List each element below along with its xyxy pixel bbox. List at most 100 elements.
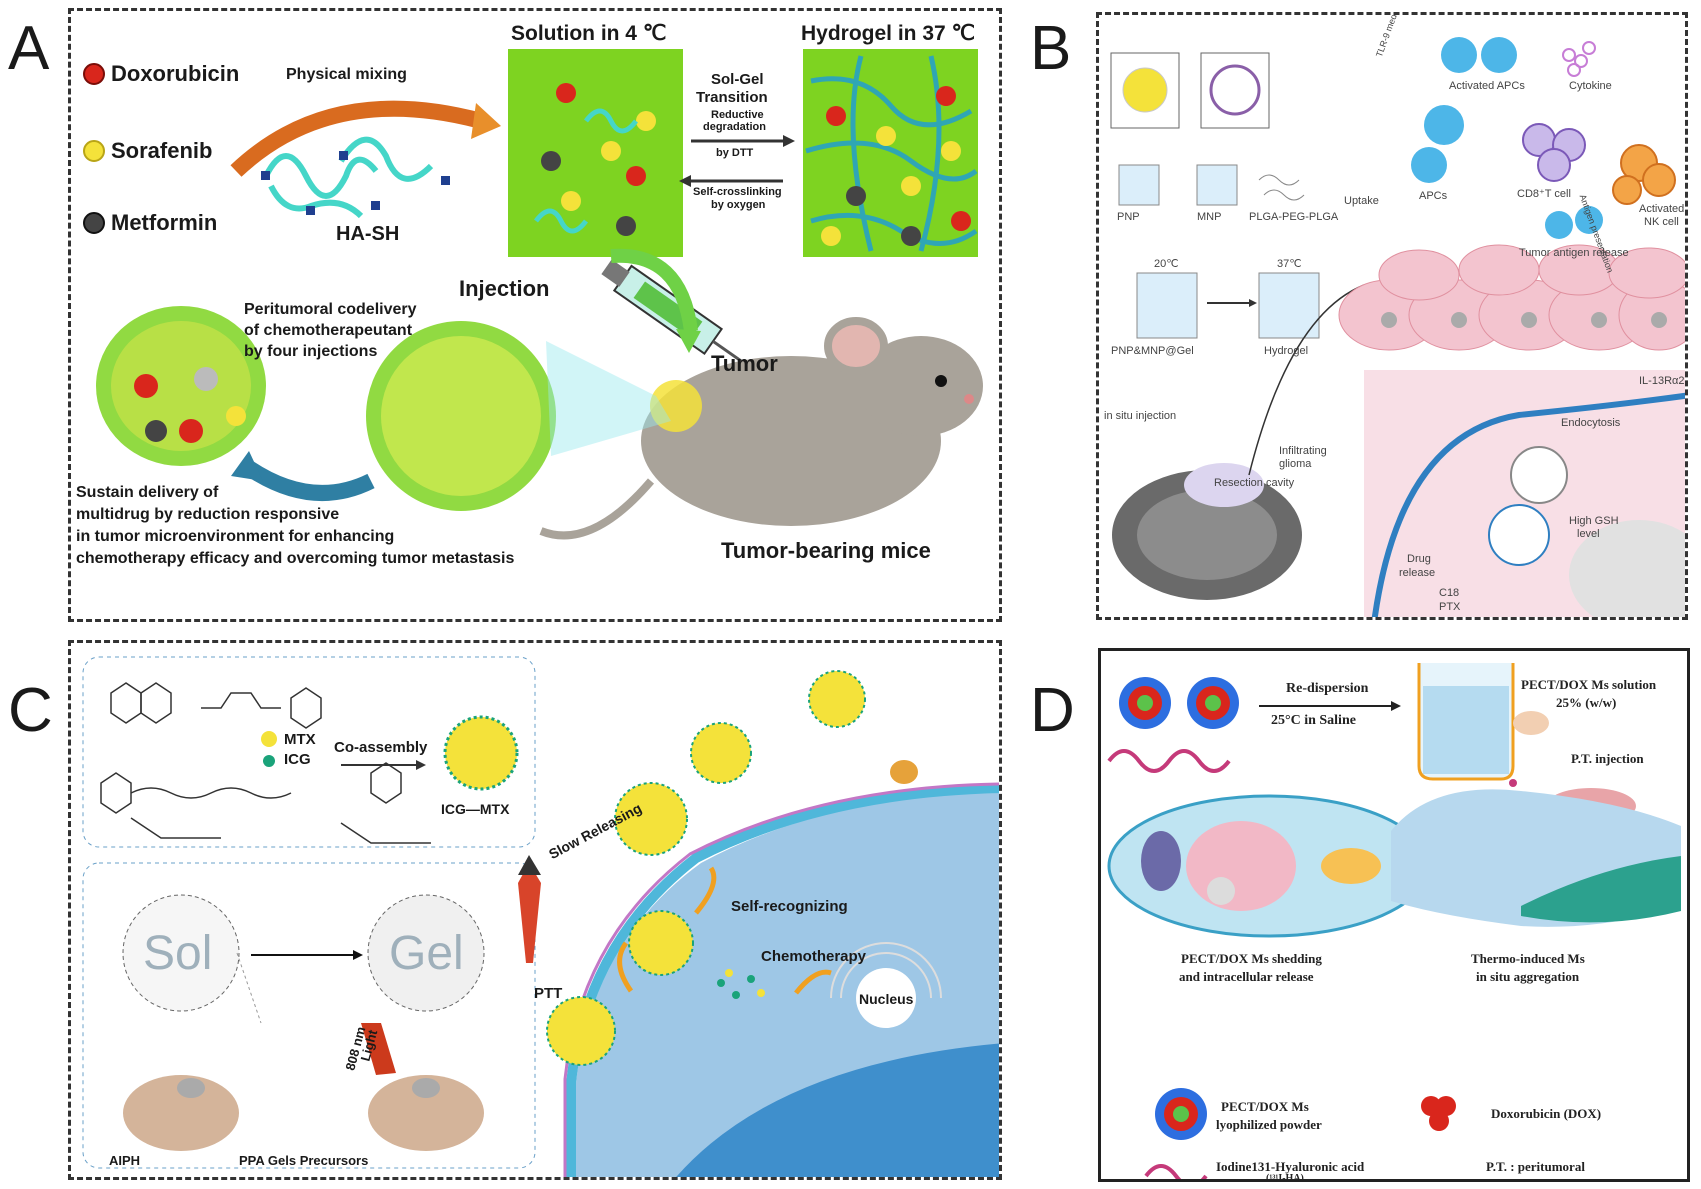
redispersion-label: Re-dispersion <box>1286 681 1369 696</box>
physical-mixing-label: Physical mixing <box>286 66 407 83</box>
reductive-label-2: degradation <box>703 121 766 133</box>
nucleus-icon <box>830 942 942 1028</box>
hydrogel-label: Hydrogel <box>1264 345 1309 357</box>
panel-a-illustration <box>83 49 983 540</box>
metformin-dot <box>83 212 105 234</box>
hand <box>1513 711 1549 735</box>
laser-icon <box>518 863 541 963</box>
mtx-label: MTX <box>284 731 316 748</box>
pnp-label: PNP <box>1117 211 1140 223</box>
panel-b-label: B <box>1030 14 1072 83</box>
crosslink-label-1: Self-crosslinking <box>693 186 782 198</box>
tumor-site <box>650 380 702 432</box>
panel-c-label: C <box>8 676 53 745</box>
codelivery-line-2: of chemotherapeutant <box>244 322 413 339</box>
pt-injection-label: P.T. injection <box>1571 751 1644 766</box>
icg-dot <box>263 755 275 767</box>
iodine-label: Iodine131-Hyaluronic acid <box>1216 1159 1365 1174</box>
sorafenib-dot <box>83 140 105 162</box>
micelle-icons <box>1119 677 1239 1140</box>
drug-release-label-2: release <box>1399 567 1436 579</box>
sustain-line-1: Sustain delivery of <box>76 484 219 501</box>
ha-sh-polymer <box>263 136 434 219</box>
mice-label: Tumor-bearing mice <box>721 538 931 563</box>
reductive-label-1: Reductive <box>711 109 764 121</box>
panel-d-label: D <box>1030 676 1075 745</box>
cd8-cells <box>1522 123 1586 182</box>
codelivery-line-1: Peritumoral codelivery <box>244 301 417 318</box>
temp-low-label: 20℃ <box>1154 258 1179 270</box>
panel-b-illustration <box>1110 37 1685 617</box>
reductive-label-3: by DTT <box>716 147 754 159</box>
shedding-label-1: PECT/DOX Ms shedding <box>1181 951 1322 966</box>
glioma-label-1: Infiltrating <box>1279 445 1327 457</box>
il13-label: IL-13Rα2 <box>1639 375 1685 387</box>
sol-gel-label: Sol-Gel <box>711 71 764 88</box>
tumor-release-label: Tumor antigen release <box>1519 247 1629 259</box>
mixing-arrow <box>230 100 484 177</box>
coassembly-label: Co-assembly <box>334 739 428 756</box>
mtx-structure <box>110 682 322 729</box>
panel-d: Re-dispersion 25°C in Saline PECT/DOX Ms… <box>1098 648 1690 1182</box>
gel-mix-label: PNP&MNP@Gel <box>1111 345 1194 357</box>
panel-b: PNP MNP PLGA-PEG-PLGA 20℃ 37℃ PNP&MNP@Ge… <box>1096 12 1688 620</box>
nanoparticles <box>546 670 866 1066</box>
ha-sh-label: HA-SH <box>336 223 400 245</box>
transition-label: Transition <box>696 89 768 106</box>
precursors-label: PPA Gels Precursors <box>239 1153 369 1168</box>
drug-release-label-1: Drug <box>1407 553 1431 565</box>
self-recognizing-label: Self-recognizing <box>731 898 848 915</box>
sol-label: Sol <box>143 927 213 980</box>
pnp-particle <box>1122 67 1168 113</box>
nk-label-1: Activated <box>1639 203 1685 215</box>
shedding-label-2: and intracellular release <box>1179 969 1314 984</box>
doxorubicin-dot <box>83 63 105 85</box>
mouse-gel <box>368 1075 484 1151</box>
powder-label-1: PECT/DOX Ms <box>1221 1099 1309 1114</box>
mtx-dot <box>261 731 277 747</box>
powder-label-2: lyophilized powder <box>1216 1117 1322 1132</box>
thermo-label-2: in situ aggregation <box>1476 969 1580 984</box>
solution-label-2: 25% (w/w) <box>1556 695 1617 710</box>
cd8-label: CD8⁺T cell <box>1517 188 1571 200</box>
mnp-label: MNP <box>1197 211 1222 223</box>
icg-mtx-label: ICG—MTX <box>441 801 510 817</box>
gsh-label-1: High GSH <box>1569 515 1619 527</box>
chemotherapy-label: Chemotherapy <box>761 948 867 965</box>
uptake-label: Uptake <box>1344 195 1379 207</box>
ha-chain <box>1107 749 1231 773</box>
sustain-line-2: multidrug by reduction responsive <box>76 506 340 523</box>
injection-label: Injection <box>459 276 550 301</box>
cytokine-label: Cytokine <box>1569 80 1612 92</box>
cavity-label: Resection cavity <box>1214 477 1295 489</box>
panel-d-illustration <box>1107 663 1681 1179</box>
icg-mtx-nanoparticle <box>443 715 519 791</box>
solution-box <box>508 49 683 257</box>
saline-label: 25°C in Saline <box>1271 713 1356 728</box>
sol-circle <box>122 894 240 1012</box>
gsh-label-2: level <box>1577 528 1600 540</box>
dox-label: Doxorubicin (DOX) <box>1491 1106 1602 1121</box>
sustain-line-3: in tumor microenvironment for enhancing <box>76 528 395 545</box>
solution-particles <box>534 83 656 236</box>
panel-c: MTX ICG Co-assembly ICG—MTX Sol Gel 808 … <box>68 640 1002 1180</box>
c18-label: C18 <box>1439 587 1460 599</box>
iodine-abbr-label: (¹³¹I-HA) <box>1266 1173 1304 1182</box>
panel-a: Doxorubicin Sorafenib Metformin Physical… <box>68 8 1002 622</box>
nucleus-label: Nucleus <box>859 991 914 1007</box>
cytokine-dots <box>1562 41 1596 77</box>
dox-icon <box>1421 1096 1456 1131</box>
temp-high-label: 37℃ <box>1277 258 1302 270</box>
legend-metformin: Metformin <box>111 210 218 235</box>
pt-note-label: P.T. : peritumoral <box>1486 1159 1585 1174</box>
apc-cells <box>1411 37 1517 183</box>
legend-sorafenib: Sorafenib <box>111 138 213 163</box>
crosslink-label-2: by oxygen <box>711 199 766 211</box>
insitu-label: in situ injection <box>1104 410 1177 422</box>
codelivery-line-3: by four injections <box>244 343 378 360</box>
glioma-label-2: glioma <box>1279 458 1312 470</box>
mouse-sol <box>123 1075 239 1151</box>
ha-chain-legend <box>1144 1164 1208 1179</box>
icg-label: ICG <box>284 751 311 768</box>
hydrogel-title: Hydrogel in 37 ℃ <box>801 22 976 45</box>
